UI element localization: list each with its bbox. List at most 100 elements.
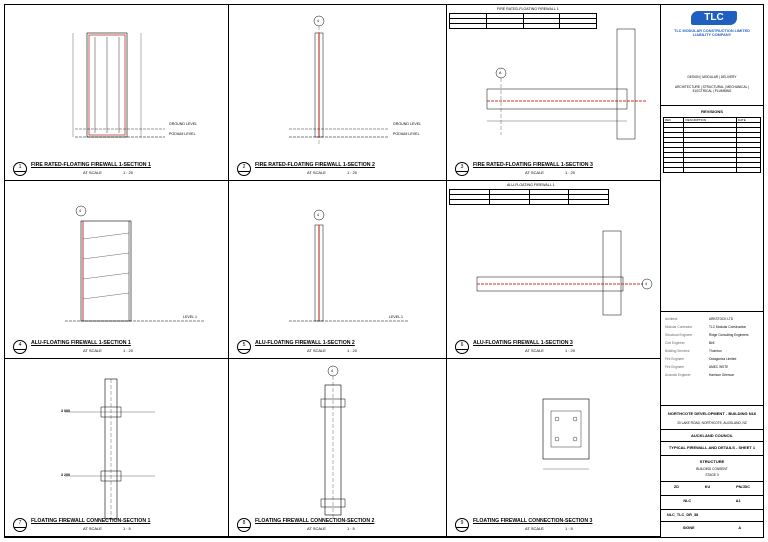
grid-bubble-a: A bbox=[499, 71, 502, 75]
detail-title: ALU-FLOATING FIREWALL 1-SECTION 2 bbox=[255, 340, 355, 346]
connection-3-drawing bbox=[542, 398, 590, 470]
detail-number: 7- bbox=[13, 518, 27, 535]
schedule-title: ALU-FLOATING FIREWALL 1 bbox=[507, 183, 555, 187]
scale-label: AT SCALE bbox=[307, 348, 326, 353]
grid-bubble-4: 4 bbox=[317, 19, 319, 23]
panel-connection-1: 3 000 3 200 7- FLOATING FIREWALL CONNECT… bbox=[5, 359, 229, 537]
scale-ratio: 1 : 5 bbox=[347, 526, 355, 531]
level-1-label: LEVEL 1 bbox=[183, 315, 198, 319]
section-6-drawing bbox=[476, 230, 653, 316]
scale-ratio: 1 : 20 bbox=[123, 348, 134, 353]
section-3-drawing bbox=[486, 28, 647, 140]
schedule-table bbox=[449, 189, 609, 205]
detail-number: 8- bbox=[237, 518, 251, 535]
revisions-header: REVISIONS bbox=[701, 109, 723, 114]
panel-caption: 1- FIRE RATED-FLOATING FIREWALL 1-SECTIO… bbox=[13, 162, 222, 179]
tagline: DESIGN | MODULAR | DELIVERY bbox=[687, 75, 737, 79]
panel-caption: 3- FIRE RATED-FLOATING FIREWALL 1-SECTIO… bbox=[455, 162, 654, 179]
scale-ratio: 1 : 20 bbox=[347, 348, 358, 353]
detail-number: 9- bbox=[455, 518, 469, 535]
panel-section-6: ALU-FLOATING FIREWALL 1 4 6- ALU-FLOATIN… bbox=[447, 181, 661, 359]
podium-level-label: PODIUM LEVEL bbox=[393, 132, 420, 136]
detail-number: 2- bbox=[237, 162, 251, 179]
grid-bubble-4: 4 bbox=[317, 213, 319, 217]
scale-label: AT SCALE bbox=[525, 526, 544, 531]
dimension-label: 3 200 bbox=[61, 473, 70, 477]
panel-section-2: 4 GROUND LEVEL PODIUM LEVEL 2- FIRE RATE… bbox=[229, 5, 447, 181]
stage-2: STAGE 3 bbox=[705, 473, 719, 477]
panel-caption: 5- ALU-FLOATING FIREWALL 1-SECTION 2 AT … bbox=[237, 340, 440, 357]
panel-caption: 4- ALU-FLOATING FIREWALL 1-SECTION 1 AT … bbox=[13, 340, 222, 357]
detail-title: ALU-FLOATING FIREWALL 1-SECTION 1 bbox=[31, 340, 131, 346]
detail-title: FLOATING FIREWALL CONNECTION-SECTION 3 bbox=[473, 518, 593, 524]
panel-caption: 6- ALU-FLOATING FIREWALL 1-SECTION 3 AT … bbox=[455, 340, 654, 357]
panel-caption: 8- FLOATING FIREWALL CONNECTION-SECTION … bbox=[237, 518, 440, 535]
drawing-number: NLC_TLC_DR_38 bbox=[667, 513, 699, 517]
scale-ratio: 1 : 20 bbox=[565, 170, 576, 175]
grid-bubble-4: 4 bbox=[645, 282, 647, 286]
scale-label: AT SCALE bbox=[307, 526, 326, 531]
schedule-title: FIRE RATED-FLOATING FIREWALL 1 bbox=[497, 7, 559, 11]
scale-label: AT SCALE bbox=[83, 526, 102, 531]
detail-number: 4- bbox=[13, 340, 27, 357]
detail-title: FIRE RATED-FLOATING FIREWALL 1-SECTION 1 bbox=[31, 162, 151, 168]
connection-1-drawing bbox=[65, 378, 155, 520]
project-address: 20 LAKE ROAD, NORTHCOTE, AUCKLAND, NZ bbox=[677, 421, 747, 425]
detail-number: 1- bbox=[13, 162, 27, 179]
scale-label: AT SCALE bbox=[307, 170, 326, 175]
scale-label: AT SCALE bbox=[525, 170, 544, 175]
drawing-sheet: GROUND LEVEL PODIUM LEVEL 1- FIRE RATED-… bbox=[4, 4, 764, 538]
podium-level-label: PODIUM LEVEL bbox=[169, 132, 196, 136]
panel-section-4: 4 LEVEL 1 4- ALU-FLOATING FIREWALL 1-SEC… bbox=[5, 181, 229, 359]
section-1-drawing bbox=[72, 32, 165, 138]
stage: BUILDING CONSENT bbox=[696, 467, 728, 471]
panel-section-5: 4 LEVEL 1 5- ALU-FLOATING FIREWALL 1-SEC… bbox=[229, 181, 447, 359]
panel-section-3: FIRE RATED-FLOATING FIREWALL 1 A 3- FIRE… bbox=[447, 5, 661, 181]
detail-number: 3- bbox=[455, 162, 469, 179]
ground-level-label: GROUND LEVEL bbox=[393, 122, 422, 126]
project-name: NORTHCOTE DEVELOPMENT - BUILDING N16 bbox=[667, 411, 757, 416]
services: ARCHITECTURE | STRUCTURAL | MECHANICAL |… bbox=[675, 85, 749, 93]
scale-label: AT SCALE bbox=[83, 348, 102, 353]
detail-title: FIRE RATED-FLOATING FIREWALL 1-SECTION 3 bbox=[473, 162, 593, 168]
company-name: TLC MODULAR CONSTRUCTION LIMITED LIABILI… bbox=[674, 29, 750, 37]
schedule-table bbox=[449, 13, 597, 29]
company-logo: TLC bbox=[691, 11, 737, 25]
detail-number: 6- bbox=[455, 340, 469, 357]
panel-caption: 2- FIRE RATED-FLOATING FIREWALL 1-SECTIO… bbox=[237, 162, 440, 179]
panel-section-1: GROUND LEVEL PODIUM LEVEL 1- FIRE RATED-… bbox=[5, 5, 229, 181]
detail-title: ALU-FLOATING FIREWALL 1-SECTION 3 bbox=[473, 340, 573, 346]
dimension-label: 3 000 bbox=[61, 409, 70, 413]
grid-bubble-4: 4 bbox=[331, 369, 333, 373]
section-2-drawing bbox=[289, 15, 389, 145]
panel-caption: 7- FLOATING FIREWALL CONNECTION-SECTION … bbox=[13, 518, 222, 535]
detail-title: FIRE RATED-FLOATING FIREWALL 1-SECTION 2 bbox=[255, 162, 375, 168]
ground-level-label: GROUND LEVEL bbox=[169, 122, 198, 126]
panel-connection-2: 4 8- FLOATING FIREWALL CONNECTION-SECTIO… bbox=[229, 359, 447, 537]
title-block: TLC TLC MODULAR CONSTRUCTION LIMITED LIA… bbox=[660, 4, 764, 538]
section-5-drawing bbox=[289, 209, 409, 322]
detail-title: FLOATING FIREWALL CONNECTION-SECTION 1 bbox=[31, 518, 151, 524]
scale-ratio: 1 : 5 bbox=[123, 526, 131, 531]
panel-caption: 9- FLOATING FIREWALL CONNECTION-SECTION … bbox=[455, 518, 654, 535]
scale-label: AT SCALE bbox=[83, 170, 102, 175]
council: AUCKLAND COUNCIL bbox=[691, 433, 733, 438]
scale-ratio: 1 : 5 bbox=[565, 526, 573, 531]
drawing-title: TYPICAL FIREWALL AND DETAILS - SHEET 1 bbox=[668, 445, 756, 450]
scale-ratio: 1 : 20 bbox=[123, 170, 134, 175]
detail-number: 5- bbox=[237, 340, 251, 357]
scale-ratio: 1 : 20 bbox=[565, 348, 576, 353]
scale-label: AT SCALE bbox=[525, 348, 544, 353]
detail-title: FLOATING FIREWALL CONNECTION-SECTION 2 bbox=[255, 518, 375, 524]
panel-connection-3: 9- FLOATING FIREWALL CONNECTION-SECTION … bbox=[447, 359, 661, 537]
level-1-label: LEVEL 1 bbox=[389, 315, 404, 319]
section-4-drawing bbox=[65, 205, 205, 322]
connection-2-drawing bbox=[320, 365, 346, 519]
scale-ratio: 1 : 20 bbox=[347, 170, 358, 175]
discipline: STRUCTURE bbox=[699, 459, 725, 464]
